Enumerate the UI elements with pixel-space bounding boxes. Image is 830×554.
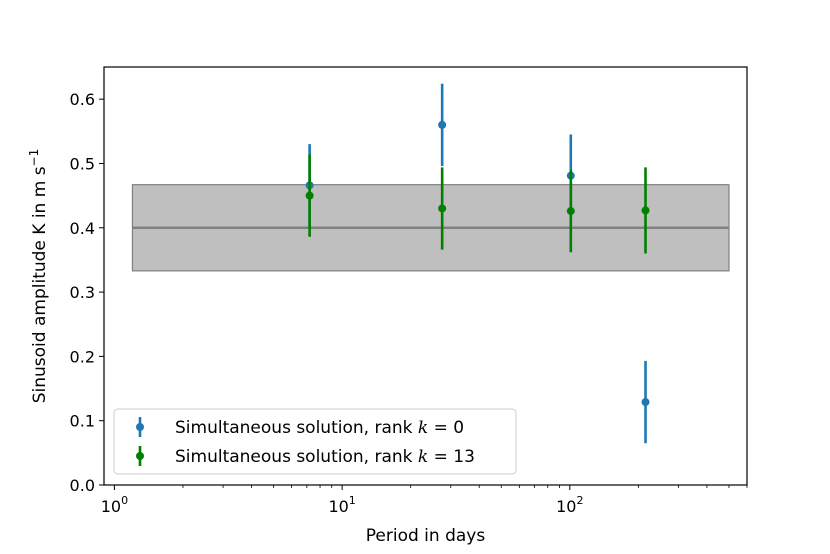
- x-tick-base: 10: [328, 497, 348, 516]
- point-s0-p3: [641, 398, 650, 407]
- plot-frame: [103, 66, 748, 486]
- point-s1-p3: [641, 206, 650, 215]
- legend-label-prefix: Simultaneous solution, rank: [175, 418, 418, 438]
- y-tick-label-0: 0.0: [70, 476, 95, 495]
- legend-marker-point-1: [136, 452, 144, 460]
- y-tick-label-6: 0.6: [70, 90, 95, 109]
- point-s0-p1: [438, 120, 447, 129]
- x-tick-base: 10: [556, 497, 576, 516]
- point-s1-p1: [438, 204, 447, 213]
- y-tick-label-4: 0.4: [70, 219, 95, 238]
- x-tick-base: 10: [101, 497, 121, 516]
- y-tick-label-2: 0.2: [70, 347, 95, 366]
- y-axis: 0.0 0.1 0.2 0.3 0.4 0.5 0.6: [70, 90, 104, 495]
- x-tick-label-1: 101: [328, 494, 355, 516]
- x-tick-label-0: 100: [101, 494, 128, 516]
- y-tick-label-5: 0.5: [70, 154, 95, 173]
- legend-label-variable: k: [418, 418, 428, 438]
- data-layer: [305, 83, 650, 444]
- y-tick-label-1: 0.1: [70, 412, 95, 431]
- legend-label-variable: k: [418, 447, 428, 467]
- legend-box: [113, 408, 517, 475]
- x-tick-label-2: 102: [556, 494, 583, 516]
- reference-band-layer: [131, 184, 730, 272]
- y-axis-label: Sinusoid amplitude K in m s−1: [27, 149, 50, 404]
- point-s1-p0: [305, 191, 314, 200]
- x-tick-exponent: 0: [121, 494, 128, 507]
- legend-label-suffix: = 13: [428, 447, 475, 467]
- x-axis-label: Period in days: [366, 526, 486, 546]
- legend-label-1: Simultaneous solution, rank k = 13: [175, 447, 475, 467]
- legend-marker-point-0: [136, 423, 144, 431]
- legend-label-0: Simultaneous solution, rank k = 0: [175, 418, 464, 438]
- x-tick-exponent: 2: [576, 494, 583, 507]
- x-tick-exponent: 1: [349, 494, 356, 507]
- y-axis-label-main: Sinusoid amplitude K in m s: [30, 166, 50, 403]
- legend-label-suffix: = 0: [428, 418, 464, 438]
- y-axis-label-exponent: −1: [27, 149, 41, 167]
- legend-label-prefix: Simultaneous solution, rank: [175, 447, 418, 467]
- y-tick-label-3: 0.3: [70, 283, 95, 302]
- point-s1-p2: [566, 207, 575, 216]
- legend: Simultaneous solution, rank k = 0Simulta…: [113, 408, 517, 475]
